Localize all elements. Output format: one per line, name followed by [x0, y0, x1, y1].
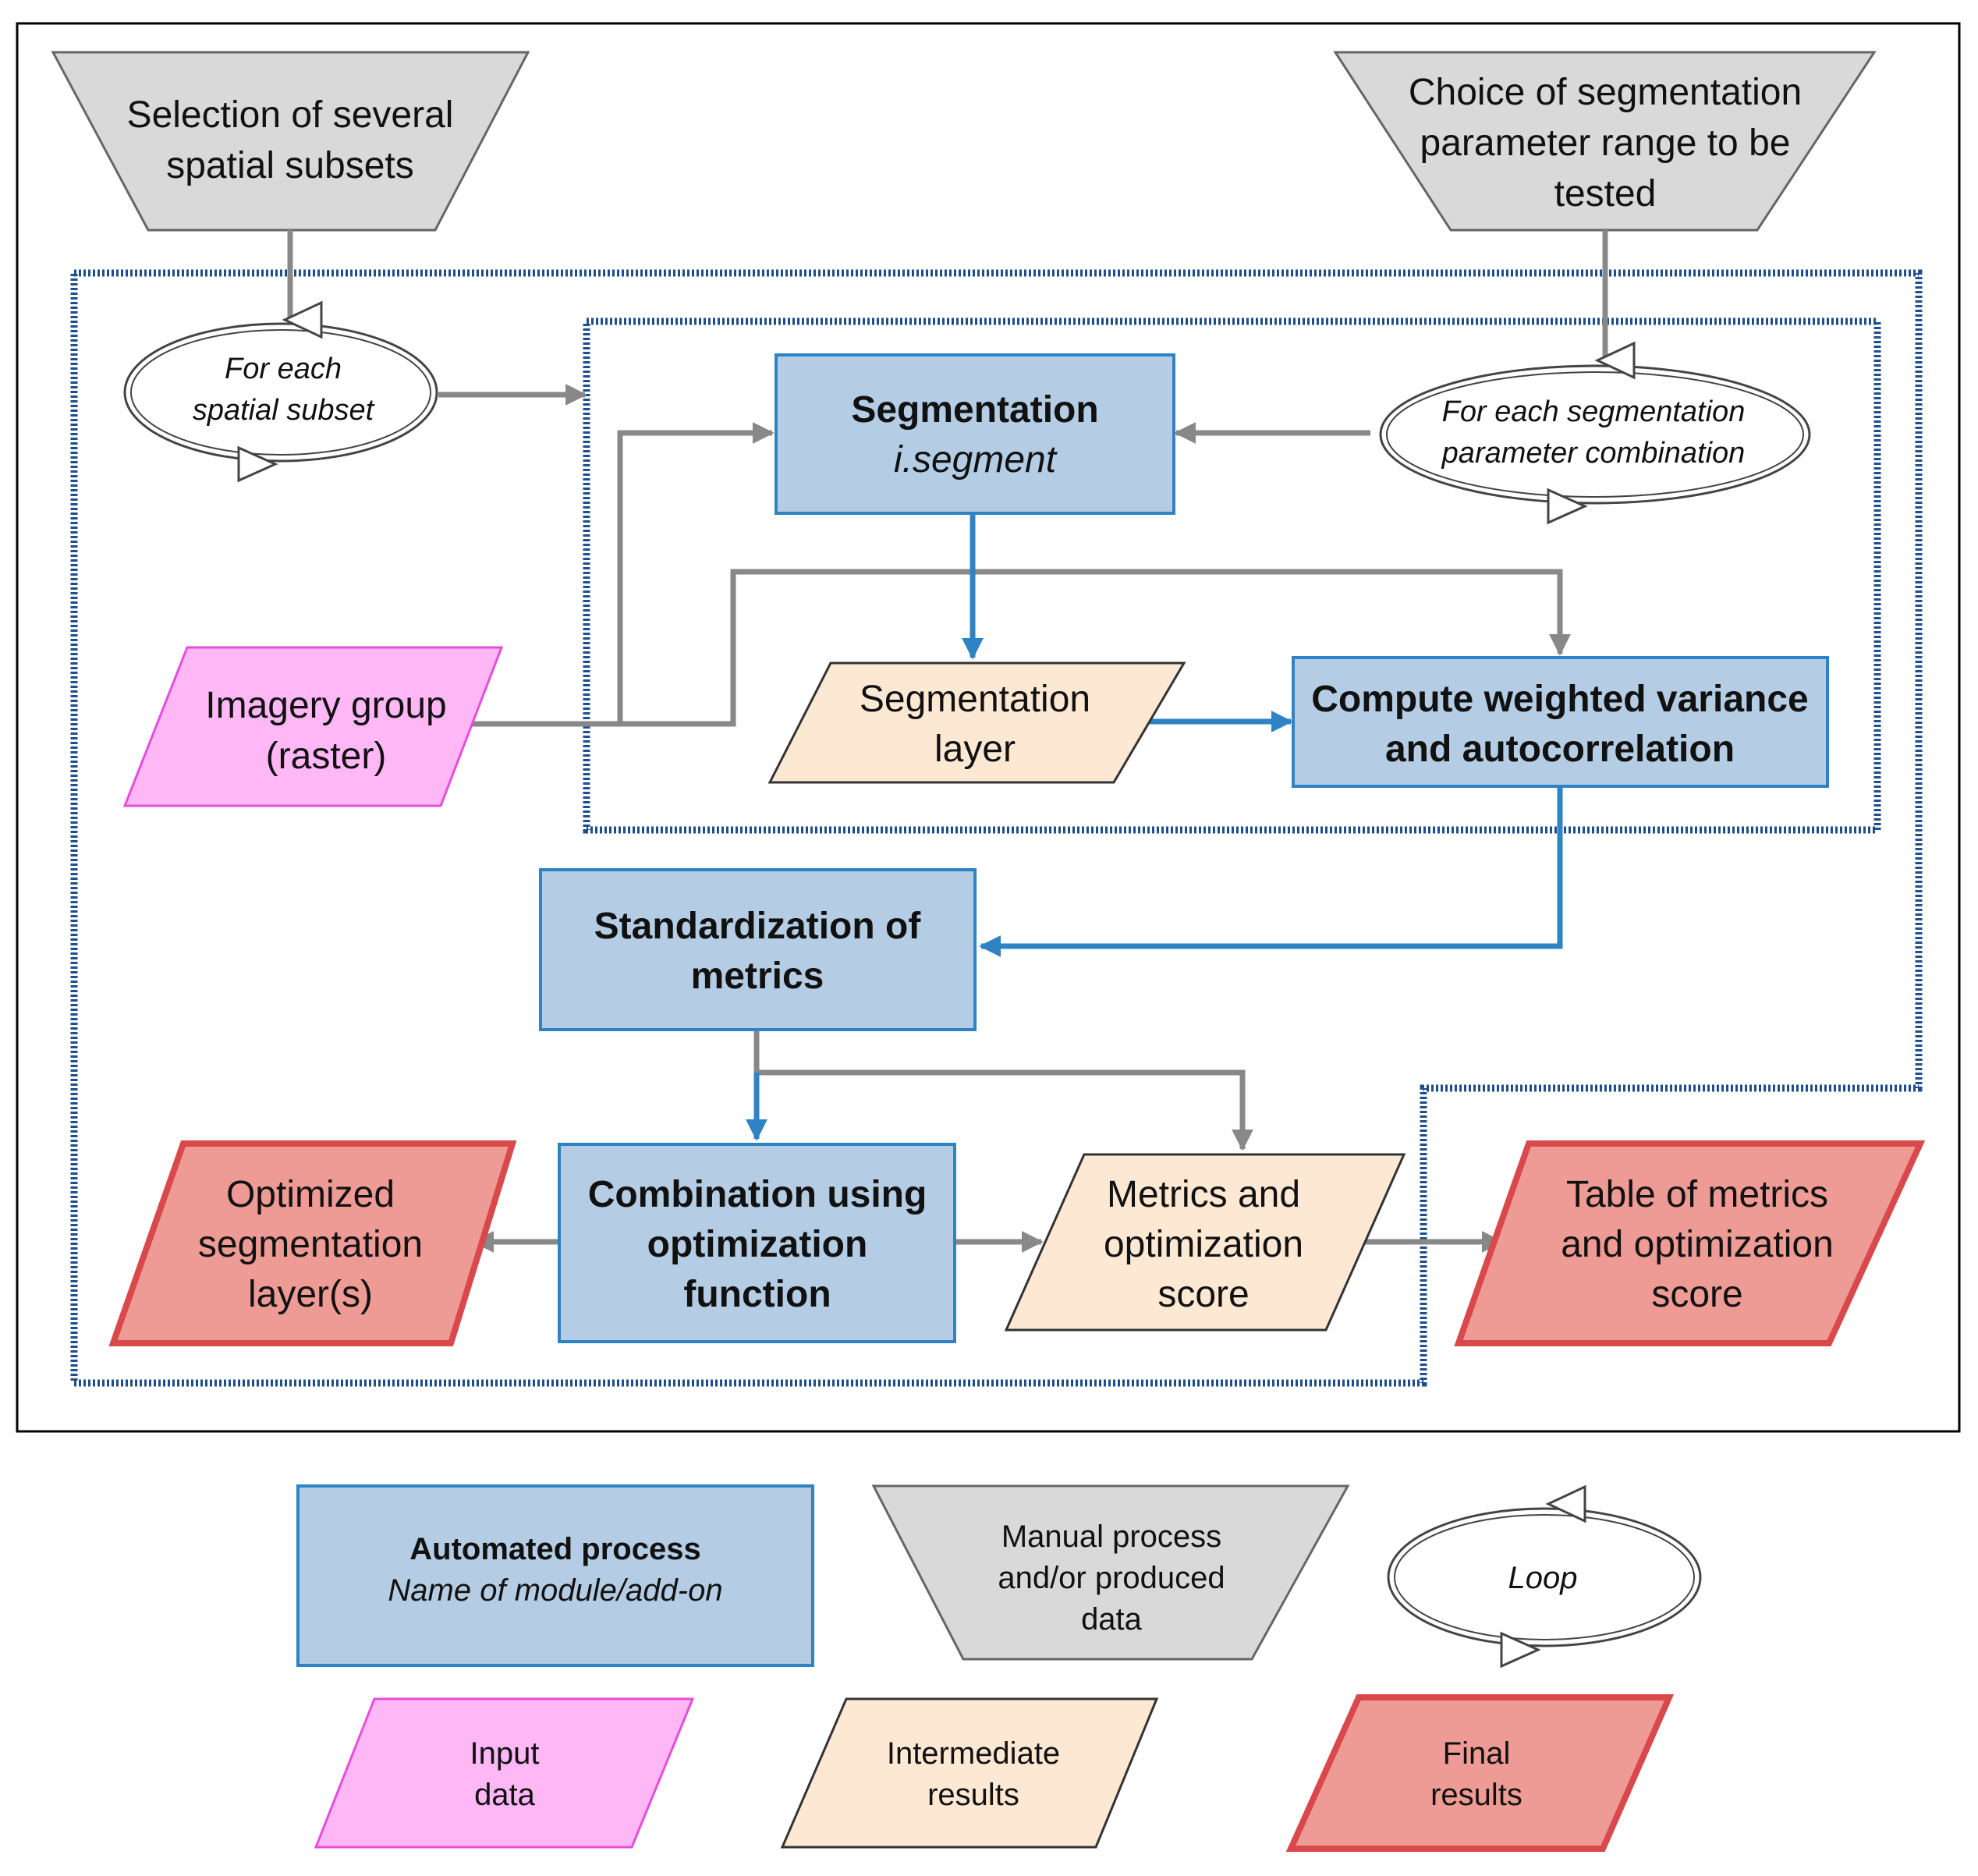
process-compute-variance: Compute weighted variance and autocorrel… [1292, 656, 1829, 788]
process-standardization: Standardization of metrics [539, 868, 977, 1031]
blue-connectors [746, 512, 1563, 1141]
input-imagery-group: Imagery group (raster) [122, 646, 504, 807]
svg-text:score: score [1651, 1274, 1742, 1315]
svg-text:score: score [1157, 1274, 1249, 1315]
svg-text:optimization: optimization [647, 1224, 868, 1265]
outer-frame [16, 22, 1961, 1433]
legend-intermediate-results: Intermediate results [780, 1697, 1159, 1849]
svg-text:tested: tested [1554, 173, 1657, 215]
svg-text:layer(s): layer(s) [248, 1274, 373, 1315]
svg-text:Selection of several: Selection of several [127, 94, 454, 136]
process-combination: Combination using optimization function [558, 1143, 956, 1343]
svg-text:Name of module/add-on: Name of module/add-on [388, 1573, 722, 1608]
manual-input-parameter-range: Choice of segmentation parameter range t… [1333, 51, 1877, 232]
svg-text:Combination using: Combination using [588, 1174, 927, 1215]
svg-text:Loop: Loop [1508, 1561, 1578, 1595]
svg-text:and autocorrelation: and autocorrelation [1385, 729, 1735, 770]
svg-text:Intermediate: Intermediate [887, 1736, 1060, 1771]
svg-text:layer: layer [934, 729, 1016, 770]
gray-connectors [287, 230, 1608, 1253]
svg-text:Table of metrics: Table of metrics [1566, 1174, 1828, 1215]
svg-text:spatial subsets: spatial subsets [166, 145, 414, 186]
intermediate-metrics-score: Metrics and optimization score [1004, 1153, 1406, 1332]
svg-text:For each: For each [225, 353, 342, 385]
legend-final-results: Final results [1285, 1694, 1675, 1852]
svg-text:Imagery group: Imagery group [205, 685, 447, 726]
svg-text:Choice of segmentation: Choice of segmentation [1409, 72, 1802, 113]
svg-text:and/or produced: and/or produced [998, 1561, 1225, 1595]
legend-manual-process: Manual process and/or produced data [871, 1484, 1350, 1661]
svg-text:i.segment: i.segment [894, 439, 1058, 481]
svg-text:spatial subset: spatial subset [193, 394, 375, 427]
svg-text:segmentation: segmentation [198, 1224, 423, 1265]
final-table-metrics: Table of metrics and optimization score [1454, 1140, 1926, 1346]
final-optimized-layers: Optimized segmentation layer(s) [108, 1140, 517, 1346]
svg-text:metrics: metrics [691, 956, 824, 997]
loop-spatial-subset: For each spatial subset [123, 300, 438, 483]
svg-text:parameter range to be: parameter range to be [1420, 122, 1791, 164]
svg-text:results: results [927, 1778, 1019, 1812]
loop-parameter-combination: For each segmentation parameter combinat… [1379, 341, 1811, 525]
svg-text:Segmentation: Segmentation [851, 389, 1098, 431]
process-segmentation: Segmentation i.segment [775, 353, 1175, 515]
svg-text:optimization: optimization [1104, 1224, 1303, 1265]
svg-text:Standardization of: Standardization of [594, 906, 922, 947]
svg-text:Input: Input [470, 1736, 540, 1771]
svg-text:Automated process: Automated process [409, 1532, 700, 1566]
svg-text:results: results [1430, 1778, 1522, 1812]
svg-text:Manual process: Manual process [1001, 1520, 1221, 1554]
svg-text:data: data [1081, 1602, 1143, 1637]
svg-text:Final: Final [1443, 1736, 1511, 1771]
svg-text:Optimized: Optimized [226, 1174, 395, 1215]
svg-text:and optimization: and optimization [1561, 1224, 1834, 1265]
legend: Automated process Name of module/add-on … [296, 1484, 1702, 1852]
outer-loop-region [70, 269, 1923, 1387]
intermediate-segmentation-layer: Segmentation layer [767, 661, 1186, 784]
svg-text:Metrics and: Metrics and [1107, 1174, 1300, 1215]
svg-text:function: function [683, 1274, 831, 1315]
svg-text:parameter combination: parameter combination [1441, 437, 1746, 470]
svg-text:data: data [474, 1778, 536, 1812]
legend-loop: Loop [1387, 1484, 1702, 1669]
manual-input-spatial-subsets: Selection of several spatial subsets [51, 51, 530, 232]
svg-text:Segmentation: Segmentation [860, 679, 1090, 720]
legend-automated-process: Automated process Name of module/add-on [296, 1484, 814, 1667]
svg-text:(raster): (raster) [266, 736, 387, 777]
svg-text:For each segmentation: For each segmentation [1442, 395, 1746, 428]
svg-text:Compute weighted variance: Compute weighted variance [1311, 679, 1808, 720]
legend-input-data: Input data [314, 1697, 695, 1849]
inner-loop-region [583, 317, 1881, 834]
